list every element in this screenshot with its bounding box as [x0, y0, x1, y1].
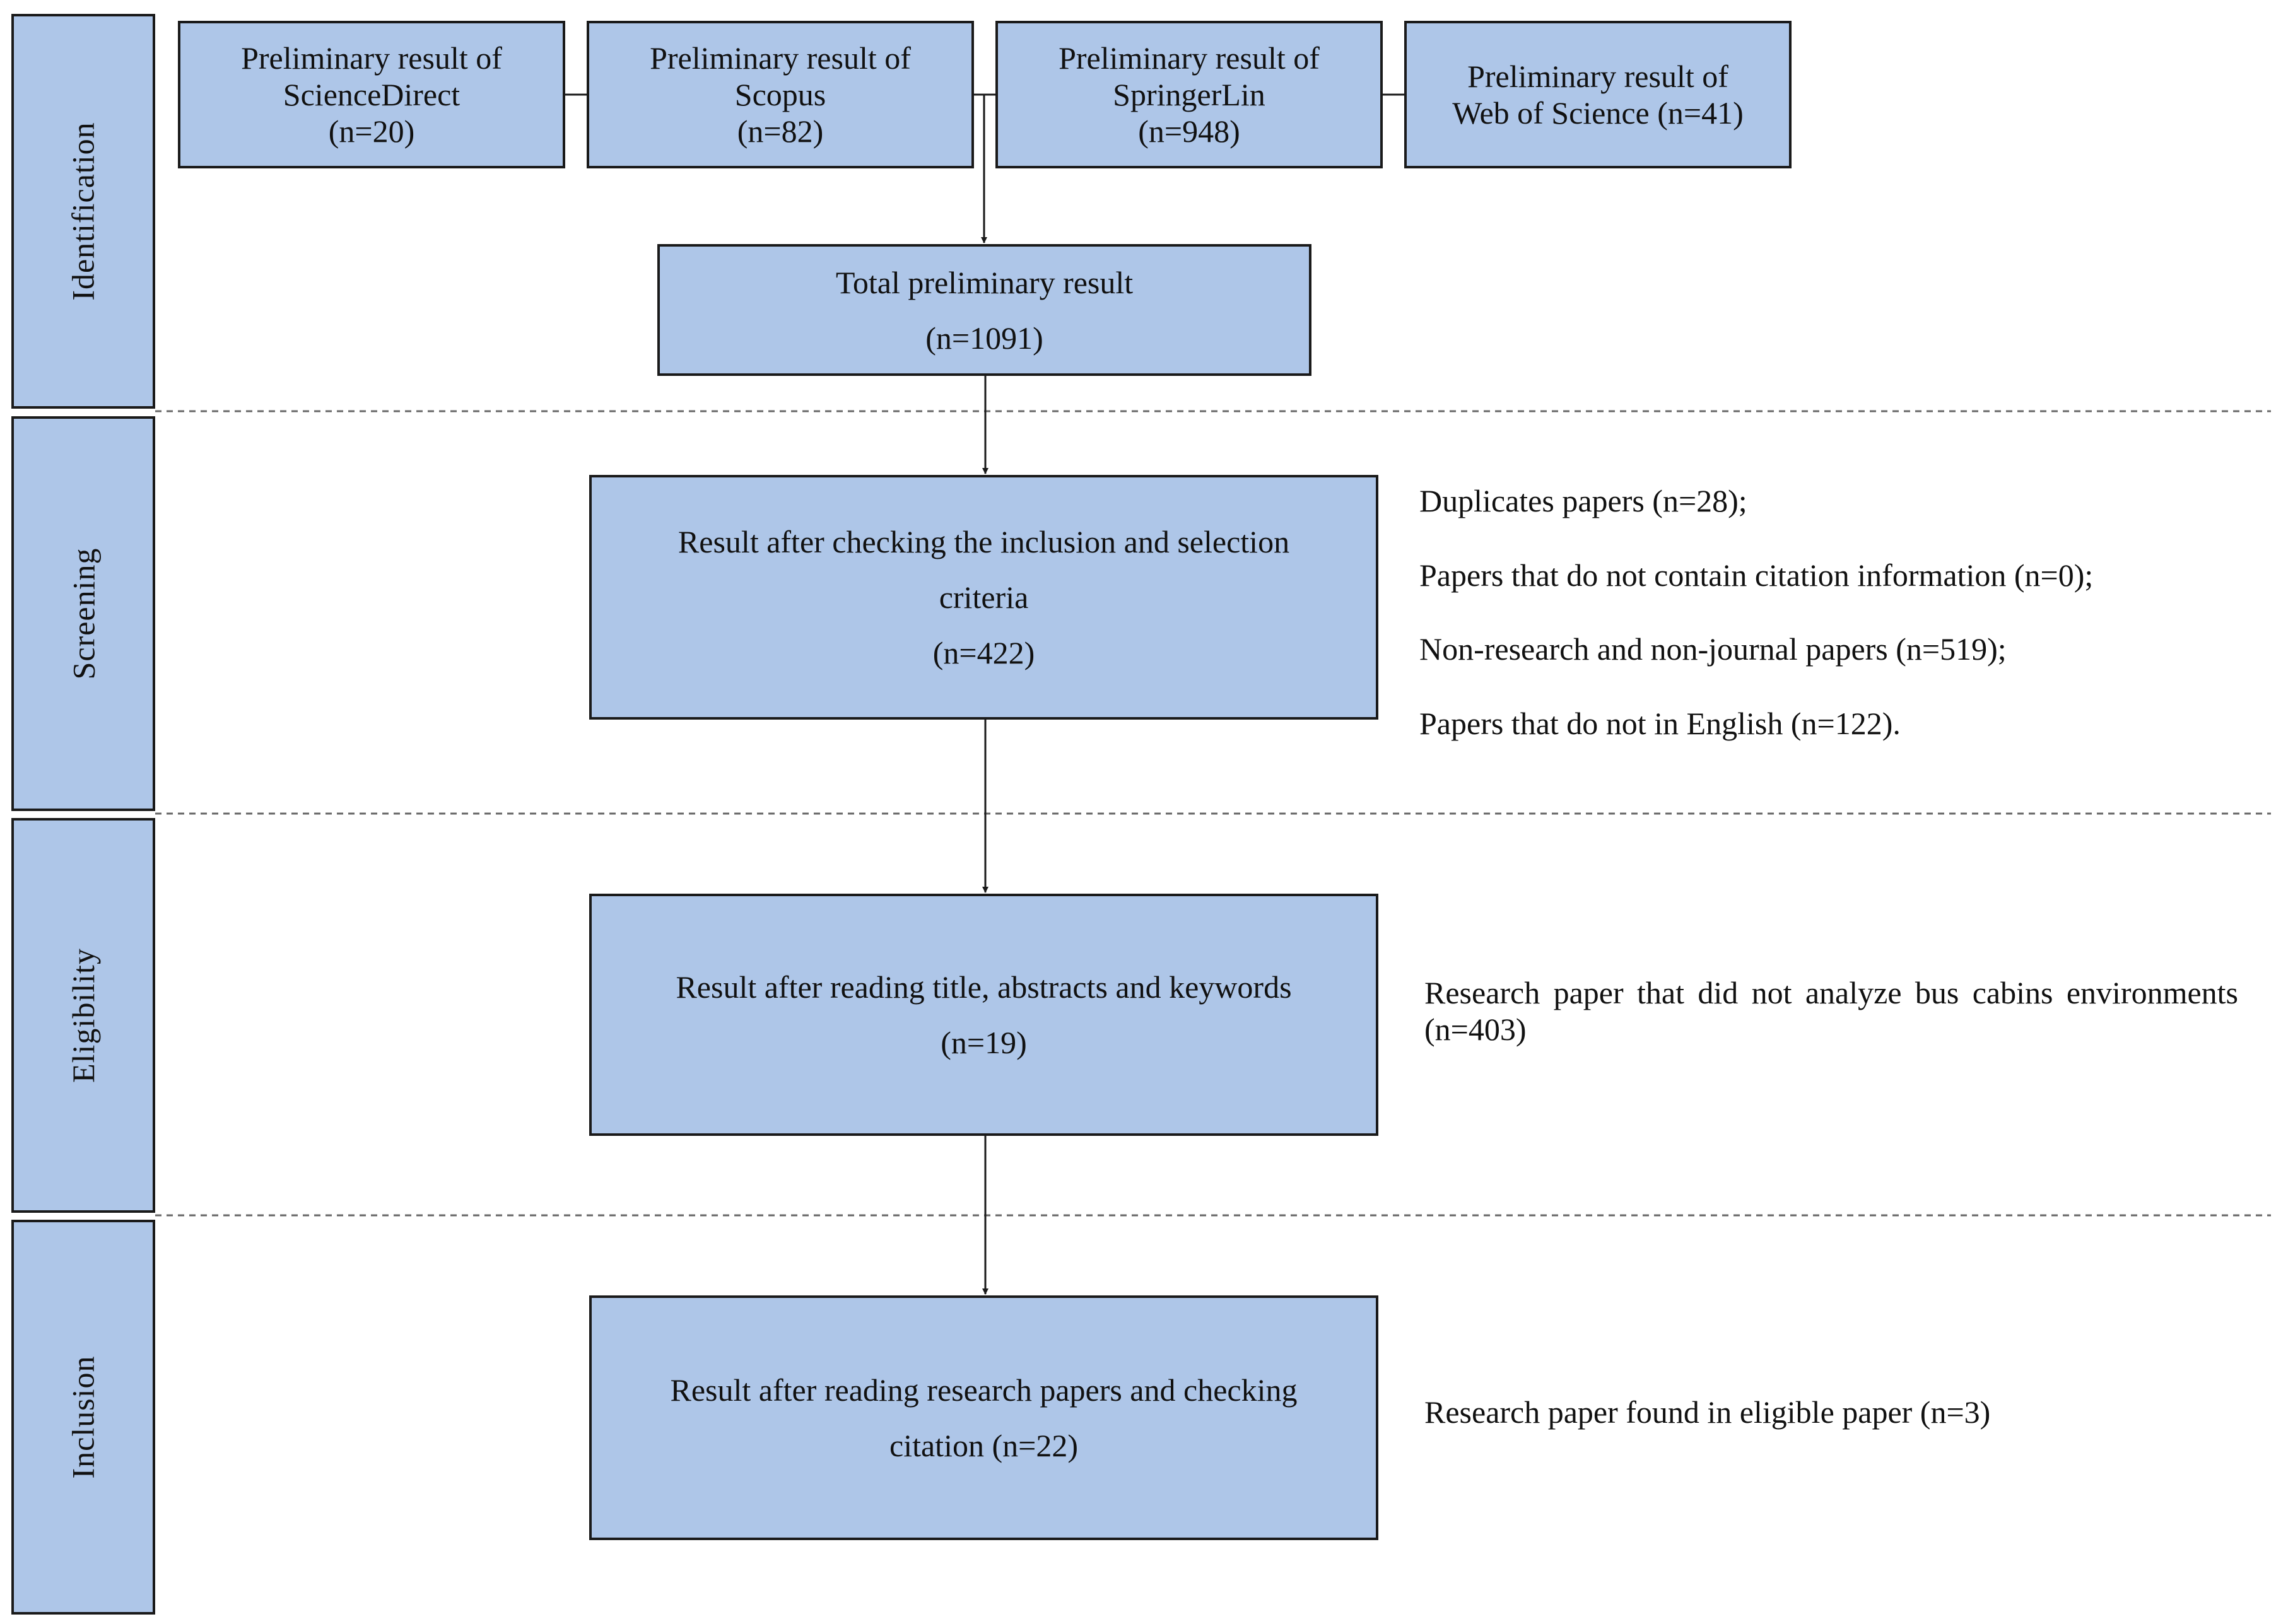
source-box-line: Preliminary result of [650, 40, 911, 76]
screening-box-line: criteria [939, 580, 1029, 615]
inclusion-box: Result after reading research papers and… [589, 1295, 1378, 1540]
inclusion-box-line: Result after reading research papers and… [670, 1372, 1298, 1408]
source-box-springerlin: Preliminary result of SpringerLin (n=948… [995, 21, 1383, 168]
source-box-scopus: Preliminary result of Scopus (n=82) [587, 21, 974, 168]
source-box-line: Preliminary result of [241, 40, 502, 76]
screening-note-non-research: Non-research and non-journal papers (n=5… [1419, 631, 2007, 667]
stage-identification: Identification [11, 14, 155, 409]
eligibility-note: Research paper that did not analyze bus … [1424, 974, 2238, 1048]
total-box-label: Total preliminary result [835, 264, 1134, 300]
eligibility-note-text: Research paper that did not analyze bus … [1424, 975, 2238, 1047]
source-box-line: Web of Science (n=41) [1452, 95, 1744, 131]
stage-inclusion-label: Inclusion [66, 1355, 101, 1479]
source-box-count: (n=82) [737, 114, 824, 149]
stage-identification-label: Identification [66, 122, 101, 301]
source-box-count: (n=948) [1138, 114, 1240, 149]
stage-screening: Screening [11, 416, 155, 811]
total-box-count: (n=1091) [925, 320, 1043, 356]
stage-eligibility: Eligibility [11, 818, 155, 1213]
source-box-web-of-science: Preliminary result of Web of Science (n=… [1404, 21, 1792, 168]
source-box-line: Scopus [734, 77, 826, 112]
stage-inclusion: Inclusion [11, 1220, 155, 1615]
source-box-line: Preliminary result of [1467, 59, 1728, 94]
eligibility-box-count: (n=19) [941, 1025, 1027, 1060]
screening-note-not-english: Papers that do not in English (n=122). [1419, 706, 1901, 741]
source-box-line: SpringerLin [1113, 77, 1265, 112]
stage-screening-label: Screening [66, 547, 101, 680]
screening-note-duplicates: Duplicates papers (n=28); [1419, 483, 1747, 518]
source-box-count: (n=20) [328, 114, 415, 149]
screening-box-count: (n=422) [932, 635, 1035, 670]
source-box-sciencedirect: Preliminary result of ScienceDirect (n=2… [178, 21, 565, 168]
inclusion-note: Research paper found in eligible paper (… [1424, 1394, 1991, 1430]
screening-box: Result after checking the inclusion and … [589, 475, 1378, 720]
source-box-line: Preliminary result of [1059, 40, 1320, 76]
inclusion-box-line: citation (n=22) [889, 1428, 1078, 1463]
stage-eligibility-label: Eligibility [65, 948, 101, 1083]
eligibility-box: Result after reading title, abstracts an… [589, 894, 1378, 1136]
screening-note-no-citation: Papers that do not contain citation info… [1419, 558, 2094, 593]
eligibility-box-line: Result after reading title, abstracts an… [676, 969, 1292, 1005]
total-box: Total preliminary result (n=1091) [657, 244, 1311, 376]
screening-box-line: Result after checking the inclusion and … [678, 524, 1290, 559]
source-box-line: ScienceDirect [283, 77, 460, 112]
